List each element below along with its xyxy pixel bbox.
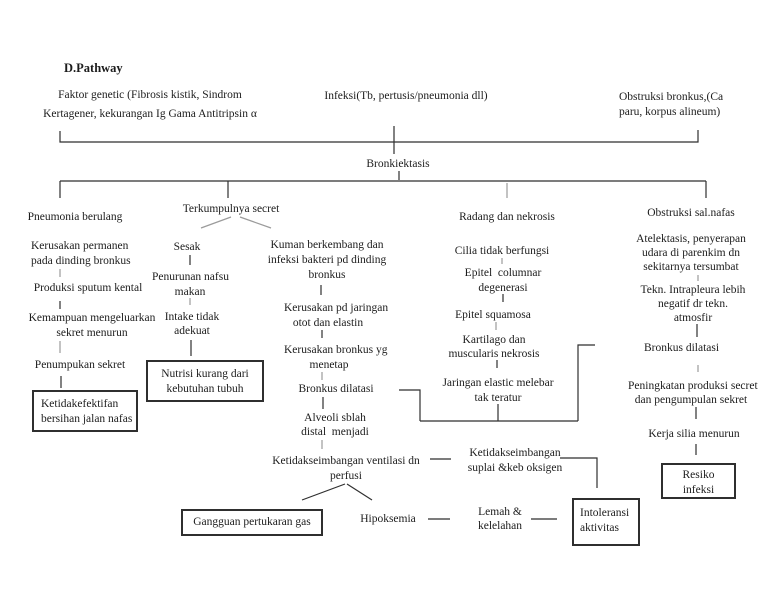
box-ketidakefektifan: Ketidakefektifan bersihan jalan nafas bbox=[32, 390, 138, 432]
node-alveoli: Alveoli sblah distal menjadi bbox=[301, 412, 369, 438]
node-produksi-sputum: Produksi sputum kental bbox=[33, 282, 143, 294]
node-ketidakseimbangan-ventilasi: Ketidakseimbangan ventilasi dn perfusi bbox=[272, 455, 420, 482]
node-cilia-tidak-berfungsi: Cilia tidak berfungsi bbox=[454, 245, 550, 257]
node-kerja-silia-menurun: Kerja silia menurun bbox=[648, 428, 740, 440]
node-pneumonia-berulang: Pneumonia berulang bbox=[27, 211, 123, 223]
arrow-elastic-dilatasi-kanan bbox=[577, 344, 595, 421]
box-resiko-infeksi: Resiko infeksi bbox=[661, 463, 736, 499]
node-kuman-berkembang: Kuman berkembang dan infeksi bakteri pd … bbox=[267, 239, 387, 281]
node-faktor-genetic: Faktor genetic (Fibrosis kistik, Sindrom… bbox=[43, 89, 257, 120]
node-penurunan-nafsu: Penurunan nafsu makan bbox=[152, 271, 229, 298]
arrow-suplai-intoleransi bbox=[560, 457, 598, 488]
box-nutrisi-kurang: Nutrisi kurang dari kebutuhan tubuh bbox=[146, 360, 264, 402]
node-obstruksi-sal-nafas: Obstruksi sal.nafas bbox=[647, 207, 735, 219]
node-epitel-squamosa: Epitel squamosa bbox=[455, 309, 531, 321]
node-sesak: Sesak bbox=[173, 241, 201, 253]
arrow-perfusi-hipoksemia bbox=[346, 483, 373, 501]
node-kerusakan-bronkus: Kerusakan bronkus yg menetap bbox=[284, 344, 388, 371]
node-tekanan-intrapleura: Tekn. Intrapleura lebih negatif dr tekn.… bbox=[640, 284, 746, 324]
arrow-perfusi-gangguan bbox=[301, 483, 346, 501]
node-kerusakan-permanen: Kerusakan permanen pada dinding bronkus bbox=[31, 240, 131, 267]
node-kerusakan-jaringan: Kerusakan pd jaringan otot dan elastin bbox=[284, 302, 389, 329]
node-atelektasis: Atelektasis, penyerapan udara di parenki… bbox=[636, 233, 746, 273]
node-bronkus-dilatasi-tengah: Bronkus dilatasi bbox=[298, 383, 374, 395]
node-radang-nekrosis: Radang dan nekrosis bbox=[459, 211, 555, 223]
node-peningkatan-produksi: Peningkatan produksi secret dan pengumpu… bbox=[628, 380, 758, 406]
node-infeksi: Infeksi(Tb, pertusis/pneumonia dll) bbox=[324, 90, 488, 102]
node-epitel-columnar: Epitel columnar degenerasi bbox=[464, 267, 542, 294]
node-lemah-kelelahan: Lemah & kelelahan bbox=[477, 506, 523, 532]
arrow-secret-kuman bbox=[239, 216, 272, 229]
node-terkumpulnya-secret: Terkumpulnya secret bbox=[182, 203, 280, 215]
page-title: D.Pathway bbox=[64, 61, 123, 75]
arrow-elastic-dilatasi-tengah bbox=[399, 389, 421, 421]
node-kartilago-nekrosis: Kartilago dan muscularis nekrosis bbox=[448, 334, 540, 360]
node-ketidakseimbangan-suplai: Ketidakseimbangan suplai &keb oksigen bbox=[467, 447, 563, 474]
node-penumpukan-sekret: Penumpukan sekret bbox=[34, 359, 126, 371]
node-bronkiektasis: Bronkiektasis bbox=[366, 158, 430, 170]
box-gangguan-pertukaran-gas: Gangguan pertukaran gas bbox=[181, 509, 323, 536]
node-jaringan-elastic: Jaringan elastic melebar tak teratur bbox=[442, 377, 554, 404]
node-kemampuan-mengeluarkan: Kemampuan mengeluarkan sekret menurun bbox=[28, 312, 156, 339]
bracket-top bbox=[59, 130, 699, 143]
node-hipoksemia: Hipoksemia bbox=[360, 513, 416, 525]
node-intake-tidak-adekuat: Intake tidak adekuat bbox=[164, 311, 220, 337]
box-intoleransi-aktivitas: Intoleransi aktivitas bbox=[572, 498, 640, 546]
node-obstruksi-bronkus: Obstruksi bronkus,(Ca paru, korpus aline… bbox=[619, 91, 724, 118]
arrow-secret-sesak bbox=[200, 216, 232, 229]
node-bronkus-dilatasi-kanan: Bronkus dilatasi bbox=[644, 342, 720, 354]
